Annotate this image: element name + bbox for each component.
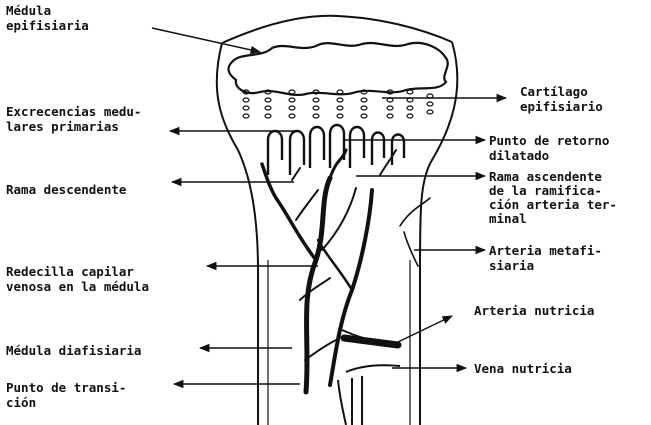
bone-outline	[217, 16, 458, 425]
label-cartilago-epifisiario: Cartílago epifisiario	[520, 84, 603, 114]
label-line: Redecilla capilar	[6, 264, 149, 279]
label-line: de la ramifica-	[489, 184, 617, 198]
label-line: ción arteria ter-	[489, 198, 617, 212]
arrow-medula-epifisiaria	[152, 28, 260, 52]
vessel-network	[262, 150, 430, 392]
label-line: lares primarias	[6, 119, 141, 134]
label-line: dilatado	[489, 148, 609, 163]
label-arteria-metafisiaria: Arteria metafi- siaria	[489, 243, 602, 273]
label-line: minal	[489, 212, 617, 226]
label-line: Médula	[6, 3, 89, 18]
label-medula-epifisiaria: Médula epifisiaria	[6, 3, 89, 33]
label-punto-transicion: Punto de transi- ción	[6, 380, 126, 410]
label-line: Arteria nutricia	[474, 303, 594, 318]
label-line: Arteria metafi-	[489, 243, 602, 258]
label-line: epifisiaria	[6, 18, 89, 33]
leader-arrows	[152, 28, 506, 384]
cartilage-columns	[243, 90, 433, 118]
epiphyseal-marrow-shape	[229, 43, 448, 95]
label-redecilla: Redecilla capilar venosa en la médula	[6, 264, 149, 294]
label-line: venosa en la médula	[6, 279, 149, 294]
label-line: Médula diafisiaria	[6, 343, 141, 358]
label-rama-descendente: Rama descendente	[6, 182, 126, 197]
label-line: Punto de transi-	[6, 380, 126, 395]
label-line: Cartílago	[520, 84, 603, 99]
label-arteria-nutricia: Arteria nutricia	[474, 303, 594, 318]
label-vena-nutricia: Vena nutricia	[474, 361, 572, 376]
label-medula-diafisiaria: Médula diafisiaria	[6, 343, 141, 358]
label-line: Vena nutricia	[474, 361, 572, 376]
label-line: ción	[6, 395, 126, 410]
arrow-arteria-nutricia	[398, 316, 452, 342]
label-line: Punto de retorno	[489, 133, 609, 148]
label-line: siaria	[489, 258, 602, 273]
label-line: Excrecencias medu-	[6, 104, 141, 119]
label-line: Rama ascendente	[489, 170, 617, 184]
label-excrecencias: Excrecencias medu- lares primarias	[6, 104, 141, 134]
label-line: Rama descendente	[6, 182, 126, 197]
label-line: epifisiario	[520, 99, 603, 114]
label-punto-retorno: Punto de retorno dilatado	[489, 133, 609, 163]
label-rama-ascendente: Rama ascendente de la ramifica- ción art…	[489, 170, 617, 226]
